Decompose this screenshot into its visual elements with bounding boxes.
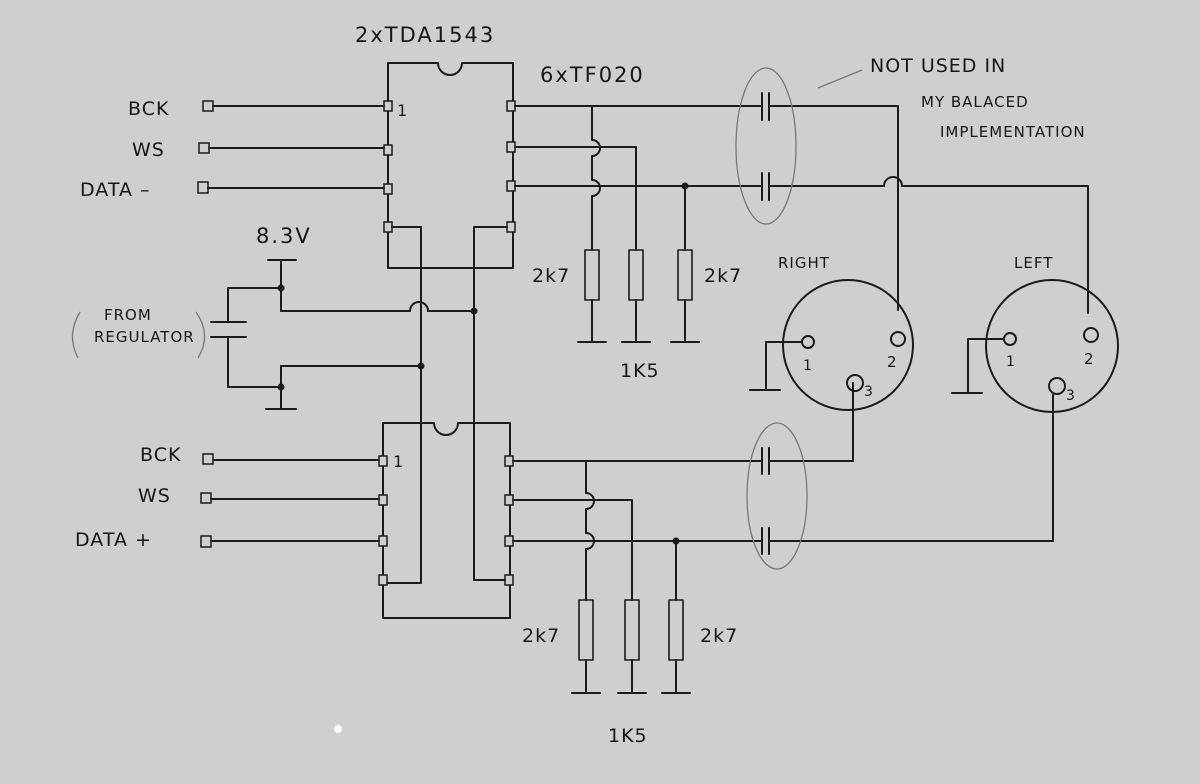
res-2k7-top-left: 2k7 (532, 265, 570, 287)
connector-right-label: RIGHT (778, 254, 830, 272)
input-bck-bottom: BCK (140, 444, 181, 466)
res-1k5-top: 1K5 (620, 360, 660, 382)
supply-voltage: 8.3V (256, 224, 312, 248)
res-1k5-bottom: 1K5 (608, 725, 648, 747)
input-data-plus: DATA + (75, 529, 152, 551)
res-2k7-top-right: 2k7 (704, 265, 742, 287)
regulator-label-line2: REGULATOR (94, 328, 195, 346)
input-bck-top: BCK (128, 98, 169, 120)
xlr-right-pin2: 2 (887, 353, 897, 371)
ic-title: 2xTDA1543 (355, 23, 495, 47)
xlr-connector-left: LEFT 1 2 3 (951, 254, 1119, 413)
connector-left-label: LEFT (1014, 254, 1053, 272)
ic-top-pin1-label: 1 (397, 101, 407, 120)
xlr-right-pin1: 1 (803, 358, 812, 374)
regulator-label-line1: FROM (104, 306, 152, 324)
xlr-right-pin3: 3 (864, 384, 873, 400)
ic-top: 1 (383, 62, 516, 269)
xlr-left-pin2: 2 (1084, 350, 1094, 368)
ic-bottom-pin1-label: 1 (393, 452, 403, 471)
note-line2: MY BALACED (921, 93, 1029, 111)
input-ws-bottom: WS (138, 485, 171, 507)
xlr-connector-right: RIGHT 1 2 3 (749, 254, 914, 411)
note-line1: NOT USED IN (870, 55, 1006, 77)
res-2k7-bottom-right: 2k7 (700, 625, 738, 647)
res-2k7-bottom-left: 2k7 (522, 625, 560, 647)
ic-bottom: 1 (378, 422, 514, 619)
input-ws-top: WS (132, 139, 165, 161)
cap-title: 6xTF020 (540, 63, 645, 87)
xlr-left-pin1: 1 (1006, 354, 1015, 370)
input-data-minus: DATA – (80, 179, 151, 201)
xlr-left-pin3: 3 (1066, 388, 1075, 404)
note-line3: IMPLEMENTATION (940, 123, 1086, 141)
